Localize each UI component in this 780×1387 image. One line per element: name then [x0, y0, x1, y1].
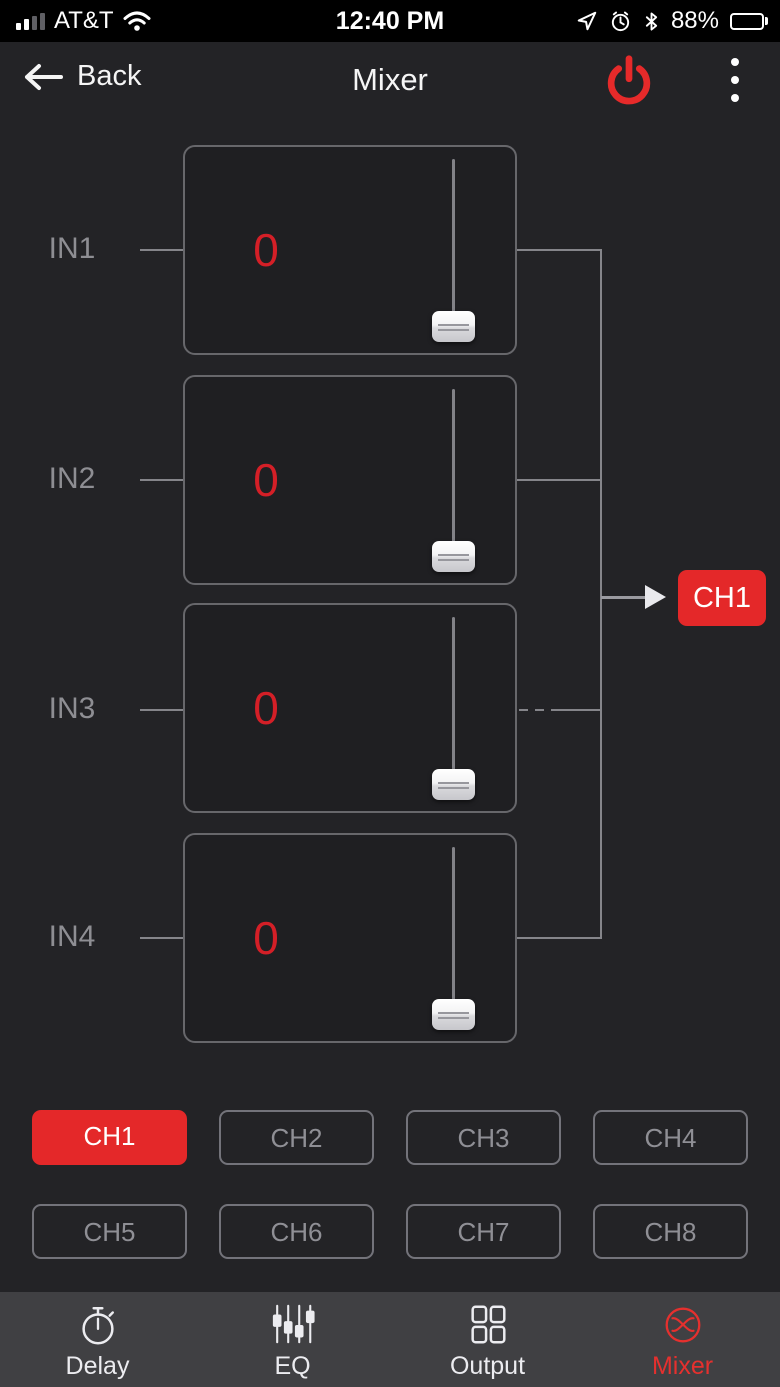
header: Back Mixer — [0, 42, 780, 124]
channel-button-ch8[interactable]: CH8 — [593, 1204, 748, 1259]
slider-thumb-in1[interactable] — [432, 311, 475, 342]
channel-button-ch7[interactable]: CH7 — [406, 1204, 561, 1259]
clock-time: 12:40 PM — [335, 7, 445, 35]
alarm-icon — [611, 11, 630, 31]
slider-thumb-in2[interactable] — [432, 541, 475, 572]
tab-eq-label: EQ — [274, 1352, 311, 1380]
channel-button-ch2[interactable]: CH2 — [219, 1110, 374, 1165]
wire-in1-out — [517, 249, 601, 251]
power-icon — [607, 55, 651, 105]
tab-mixer-label: Mixer — [651, 1352, 714, 1380]
input-value-in3: 0 — [253, 682, 279, 734]
back-button[interactable]: Back — [22, 60, 141, 93]
wire-in3-stub — [140, 709, 183, 711]
page-title: Mixer — [352, 62, 428, 97]
kebab-dot — [731, 76, 739, 84]
input-label-in2: IN2 — [48, 462, 96, 495]
slider-track-in3[interactable] — [452, 617, 455, 777]
channel-button-ch3[interactable]: CH3 — [406, 1110, 561, 1165]
wire-in4-stub — [140, 937, 183, 939]
channel-button-ch1[interactable]: CH1 — [32, 1110, 187, 1165]
location-icon — [577, 11, 597, 31]
grid-icon — [470, 1305, 506, 1344]
input-value-in4: 0 — [253, 912, 279, 964]
status-bar: AT&T 12:40 PM 88% — [0, 0, 780, 42]
output-node-ch1[interactable]: CH1 — [678, 570, 766, 626]
kebab-dot — [731, 94, 739, 102]
mixer-icon — [665, 1307, 700, 1343]
slider-track-in1[interactable] — [452, 159, 455, 319]
tab-mixer[interactable]: Mixer — [585, 1292, 780, 1387]
slider-track-in2[interactable] — [452, 389, 455, 549]
kebab-dot — [731, 58, 739, 66]
menu-button[interactable] — [729, 58, 741, 102]
wire-in2-stub — [140, 479, 183, 481]
stopwatch-icon — [81, 1306, 114, 1345]
battery-percent: 88% — [670, 7, 719, 34]
input-label-in4: IN4 — [48, 920, 96, 953]
tab-bar: Delay EQ Output — [0, 1292, 780, 1387]
input-label-in1: IN1 — [48, 232, 96, 265]
wire-arrow-line — [601, 596, 647, 599]
input-value-in2: 0 — [253, 454, 279, 506]
input-value-in1: 0 — [253, 224, 279, 276]
battery-icon — [730, 12, 768, 30]
wire-in3-out — [553, 709, 601, 711]
wire-in1-stub — [140, 249, 183, 251]
tab-delay[interactable]: Delay — [0, 1292, 195, 1387]
tab-output-label: Output — [449, 1352, 526, 1380]
input-label-in3: IN3 — [48, 692, 96, 725]
tab-output[interactable]: Output — [390, 1292, 585, 1387]
carrier-label: AT&T — [54, 7, 114, 34]
eq-sliders-icon — [272, 1304, 315, 1344]
power-button[interactable] — [602, 52, 656, 110]
wire-in3-out-dashed — [519, 709, 553, 711]
signal-strength-icon — [16, 12, 45, 30]
wire-bus — [600, 249, 602, 939]
slider-track-in4[interactable] — [452, 847, 455, 1007]
back-label: Back — [77, 60, 142, 92]
wire-in2-out — [517, 479, 601, 481]
channel-button-ch6[interactable]: CH6 — [219, 1204, 374, 1259]
channel-button-ch4[interactable]: CH4 — [593, 1110, 748, 1165]
wifi-icon — [123, 11, 151, 31]
back-arrow-icon — [25, 63, 63, 90]
channel-button-ch5[interactable]: CH5 — [32, 1204, 187, 1259]
arrow-head-icon — [645, 585, 666, 609]
slider-thumb-in4[interactable] — [432, 999, 475, 1030]
tab-eq[interactable]: EQ — [195, 1292, 390, 1387]
wire-in4-out — [517, 937, 601, 939]
bluetooth-icon — [645, 11, 658, 31]
slider-thumb-in3[interactable] — [432, 769, 475, 800]
tab-delay-label: Delay — [65, 1352, 130, 1380]
